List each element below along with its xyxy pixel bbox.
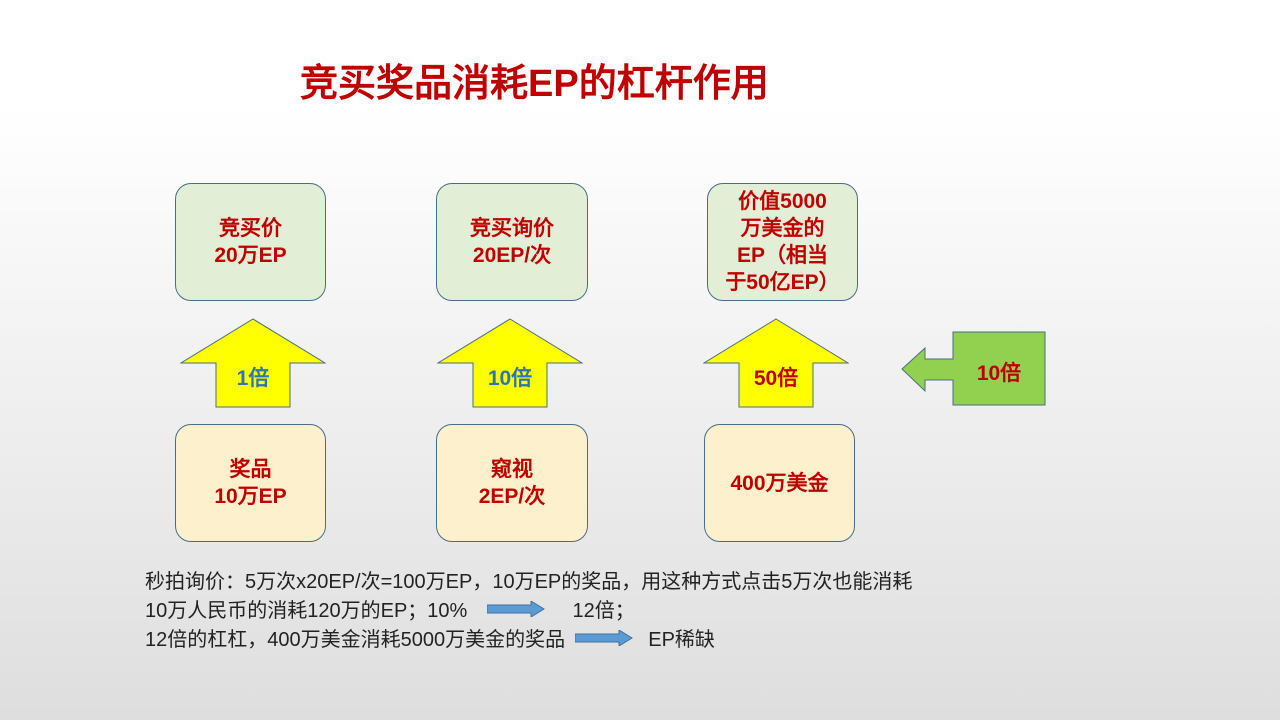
usd-amount-box: 400万美金 (704, 424, 855, 542)
prize-label: 奖品 (229, 458, 272, 481)
bid-inquiry-value: 20EP/次 (472, 244, 552, 267)
right-arrow-icon (574, 626, 633, 655)
note-line-2-before: 10万人民币的消耗120万的EP；10% (145, 600, 468, 622)
up-arrow-50x (703, 318, 849, 408)
arrow-label-50x: 50倍 (753, 367, 799, 390)
usd-amount-label: 400万美金 (730, 471, 829, 495)
ep-value-box: 价值5000 万美金的 EP（相当 于50亿EP） (707, 183, 858, 301)
peek-value: 2EP/次 (478, 485, 546, 508)
ep-value-line-1: 价值5000 (738, 190, 827, 213)
ep-value-line-3: EP（相当 (736, 244, 828, 267)
up-arrow-10x (437, 318, 583, 408)
note-line-3: 12倍的杠杠，400万美金消耗5000万美金的奖品 EP稀缺 (145, 626, 912, 655)
peek-box: 窥视 2EP/次 (436, 424, 588, 542)
peek-label: 窥视 (491, 458, 533, 481)
prize-value: 10万EP (214, 485, 287, 508)
note-line-3-after: EP稀缺 (648, 629, 715, 651)
left-arrow-10x (901, 331, 1047, 407)
ep-value-line-4: 于50亿EP） (725, 271, 840, 294)
note-line-2-after: 12倍； (572, 600, 635, 622)
page-title: 竞买奖品消耗EP的杠杆作用 (300, 63, 769, 105)
side-arrow-label: 10倍 (976, 362, 1022, 385)
bid-price-box: 竞买价 20万EP (175, 183, 326, 301)
arrow-label-10x: 10倍 (487, 367, 533, 390)
right-arrow-icon (486, 597, 545, 626)
up-arrow-1x (180, 318, 326, 408)
note-line-2: 10万人民币的消耗120万的EP；10% 12倍； (145, 597, 912, 626)
notes: 秒拍询价：5万次x20EP/次=100万EP，10万EP的奖品，用这种方式点击5… (145, 568, 912, 655)
bid-price-label: 竞买价 (219, 217, 282, 240)
bid-inquiry-label: 竞买询价 (470, 217, 554, 240)
prize-box: 奖品 10万EP (175, 424, 326, 542)
note-line-3-before: 12倍的杠杠，400万美金消耗5000万美金的奖品 (145, 629, 566, 651)
note-line-1: 秒拍询价：5万次x20EP/次=100万EP，10万EP的奖品，用这种方式点击5… (145, 571, 913, 593)
ep-value-line-2: 万美金的 (740, 217, 825, 240)
bid-price-value: 20万EP (214, 244, 287, 267)
bid-inquiry-box: 竞买询价 20EP/次 (436, 183, 588, 301)
arrow-label-1x: 1倍 (236, 367, 270, 390)
